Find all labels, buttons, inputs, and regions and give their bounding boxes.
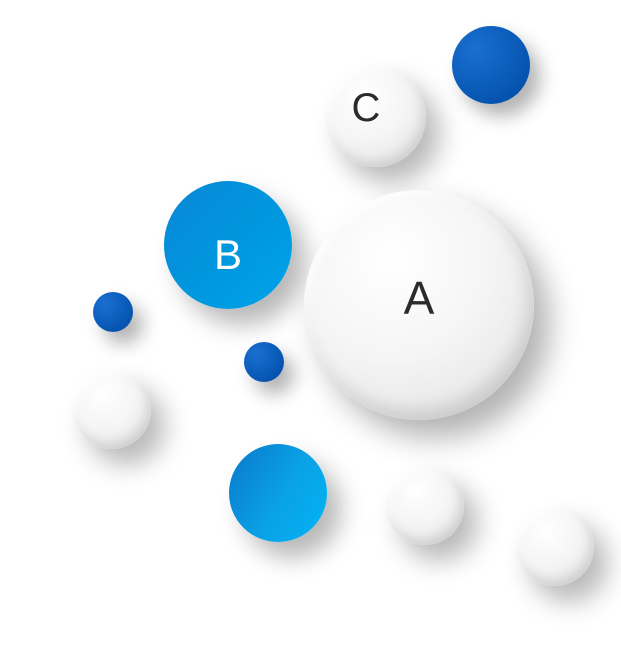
circle-a-label: A xyxy=(403,272,435,324)
white-circle-left xyxy=(73,371,151,449)
circle-a: A xyxy=(304,190,534,420)
circle-c: C xyxy=(326,67,426,167)
small-dark-blue-circle-middle xyxy=(244,342,284,382)
circle-c-label: C xyxy=(351,86,381,130)
dark-blue-circle-top-right xyxy=(452,26,530,104)
small-dark-blue-circle-left xyxy=(93,292,133,332)
circle-b: B xyxy=(164,181,292,309)
white-circle-bottom-middle xyxy=(386,467,464,545)
light-blue-circle-bottom xyxy=(229,444,327,542)
white-circle-bottom-right xyxy=(516,508,594,586)
circle-b-label: B xyxy=(213,231,242,278)
